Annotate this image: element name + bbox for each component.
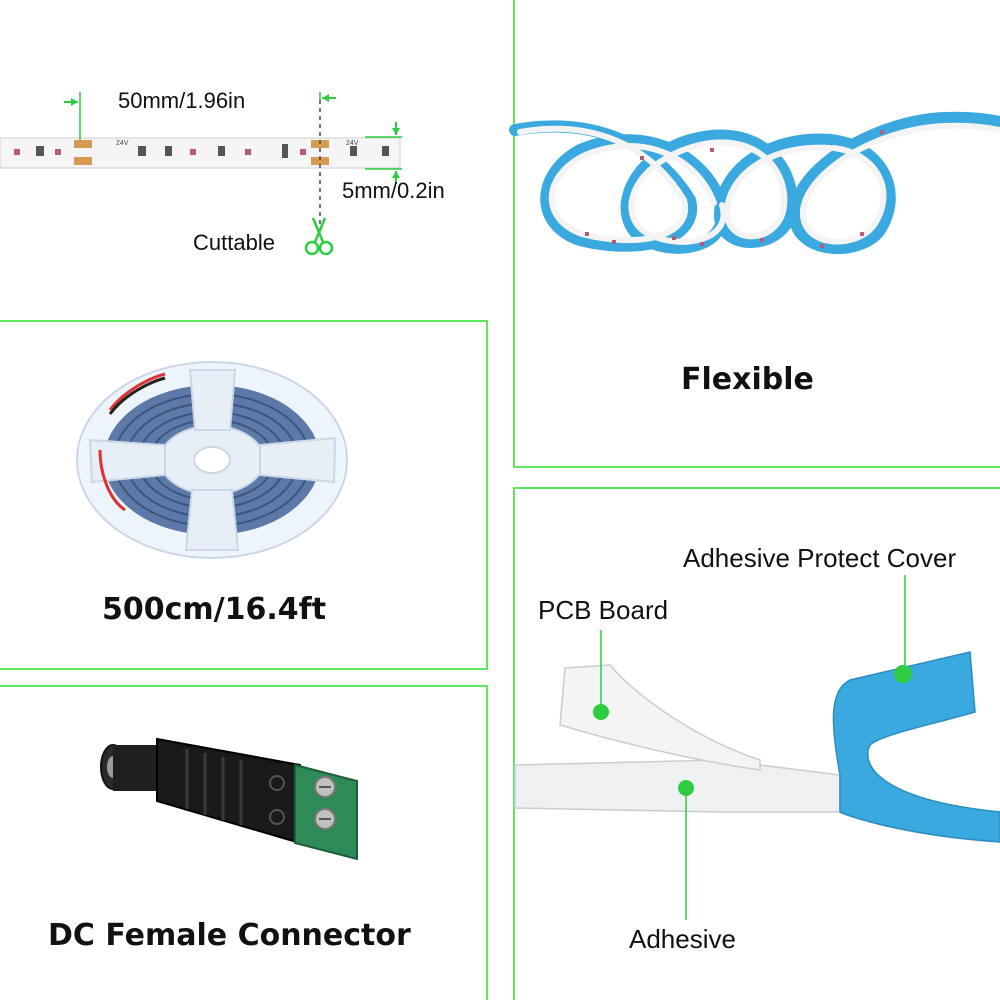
frame-divider-vertical-bottom-right	[513, 487, 515, 1000]
frame-divider-vertical-mid-left	[486, 320, 488, 670]
adhesive-label: Adhesive	[629, 924, 736, 954]
frame-divider-vertical-top	[513, 0, 515, 468]
connector-label: DC Female Connector	[48, 918, 411, 953]
flexible-strip-illustration	[509, 111, 1000, 254]
cuttable-label: Cuttable	[193, 230, 275, 255]
scissors-icon	[304, 217, 334, 256]
strip-dimension-illustration	[0, 92, 402, 225]
frame-divider-horizontal-left-3	[0, 685, 488, 687]
frame-divider-horizontal-right-2	[513, 487, 1000, 489]
frame-divider-horizontal-left-2	[0, 668, 488, 670]
flexible-label: Flexible	[681, 362, 814, 397]
pcb-board-label: PCB Board	[538, 595, 669, 625]
reel-length-label: 500cm/16.4ft	[102, 592, 327, 627]
width-dimension-label: 5mm/0.2in	[342, 178, 445, 203]
frame-divider-horizontal-left	[0, 320, 488, 322]
led-reel-image	[76, 361, 348, 559]
dc-connector-image	[100, 737, 358, 861]
frame-divider-horizontal-top-right	[513, 466, 1000, 468]
frame-divider-vertical-bottom-left	[486, 685, 488, 1000]
strip-voltage-marking-2: 24V	[346, 140, 359, 147]
strip-voltage-marking-1: 24V	[116, 140, 129, 147]
adhesive-protect-cover-label: Adhesive Protect Cover	[683, 543, 957, 573]
length-dimension-label: 50mm/1.96in	[118, 88, 246, 113]
